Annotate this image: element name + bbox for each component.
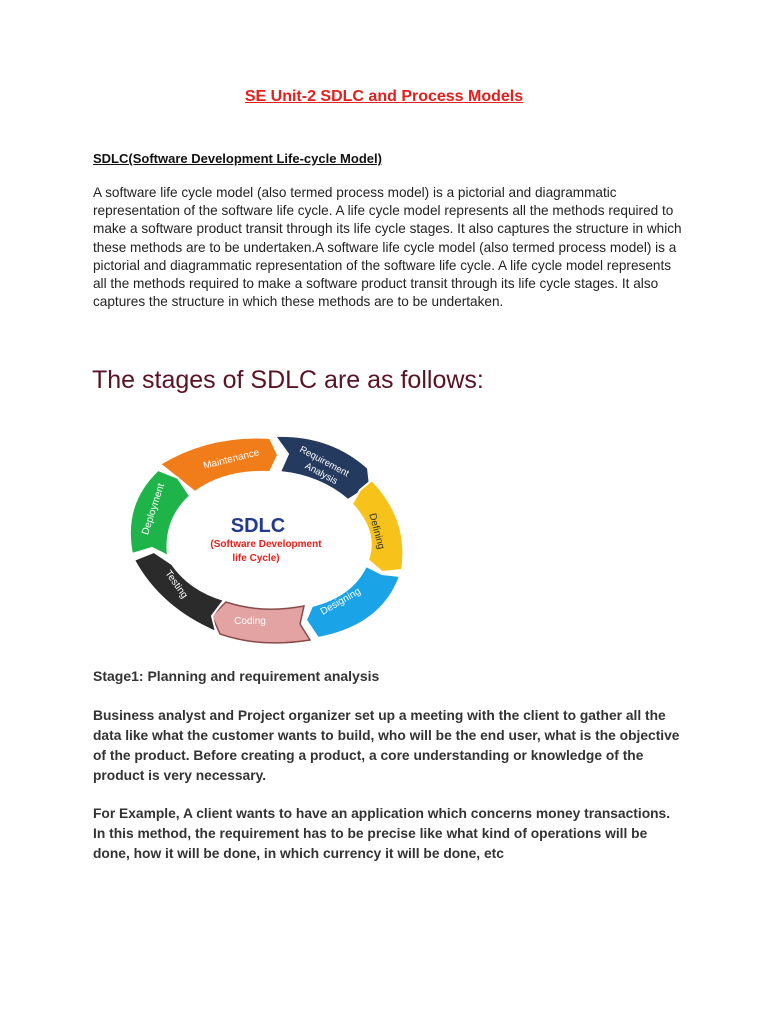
diagram-center-title: SDLC xyxy=(231,515,285,537)
segment-coding xyxy=(211,601,312,644)
diagram-center-subtitle-line2: life Cycle) xyxy=(232,553,279,564)
stages-heading: The stages of SDLC are as follows: xyxy=(92,366,484,394)
diagram-center-subtitle-line1: (Software Development xyxy=(210,539,322,550)
segment-testing xyxy=(132,550,226,634)
document-title: SE Unit-2 SDLC and Process Models xyxy=(244,88,524,105)
segment-maintenance xyxy=(158,436,280,494)
sdlc-cycle-diagram: Maintenance Requirement Analysis Definin… xyxy=(128,434,405,644)
stage1-heading: Stage1: Planning and requirement analysi… xyxy=(93,668,380,684)
segment-defining xyxy=(350,478,405,574)
segment-designing xyxy=(304,564,402,640)
section-heading: SDLC(Software Development Life-cycle Mod… xyxy=(93,151,382,166)
example-paragraph: For Example, A client wants to have an a… xyxy=(93,806,671,861)
segment-deployment xyxy=(128,468,192,558)
stage1-paragraph: Business analyst and Project organizer s… xyxy=(93,708,680,783)
label-coding: Coding xyxy=(234,616,266,627)
intro-paragraph: A software life cycle model (also termed… xyxy=(93,185,682,310)
